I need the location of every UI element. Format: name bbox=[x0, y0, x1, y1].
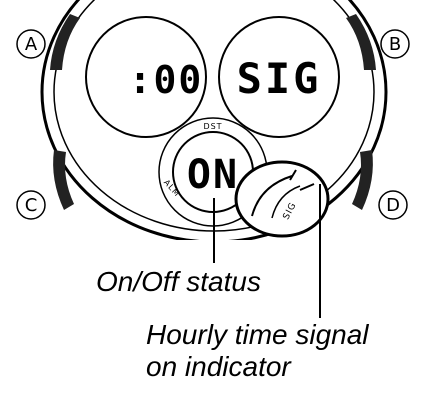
indicator-callout-label-line1: Hourly time signal bbox=[146, 319, 369, 350]
pusher-d bbox=[352, 150, 373, 210]
button-a-label: A bbox=[16, 29, 46, 59]
left-subdial: :00 bbox=[85, 16, 207, 138]
svg-text:A: A bbox=[25, 34, 38, 55]
signal-indicator: SIG bbox=[234, 160, 330, 238]
svg-text:C: C bbox=[25, 195, 38, 216]
center-dial-readout: ON bbox=[187, 152, 239, 198]
button-c-label: C bbox=[16, 190, 46, 220]
status-callout-label: On/Off status bbox=[96, 266, 261, 297]
button-d-label: D bbox=[378, 190, 408, 220]
left-dial-readout: :00 bbox=[129, 58, 204, 102]
right-subdial: SIG bbox=[218, 16, 340, 138]
pusher-a bbox=[50, 14, 80, 70]
svg-text:B: B bbox=[389, 34, 401, 55]
pusher-b bbox=[346, 14, 376, 70]
pusher-c bbox=[53, 150, 74, 210]
right-dial-readout: SIG bbox=[237, 54, 322, 103]
indicator-callout-label-line2: on indicator bbox=[146, 351, 291, 382]
svg-text:D: D bbox=[386, 195, 400, 216]
button-b-label: B bbox=[380, 29, 410, 59]
dst-ring-label: DST bbox=[203, 122, 222, 131]
